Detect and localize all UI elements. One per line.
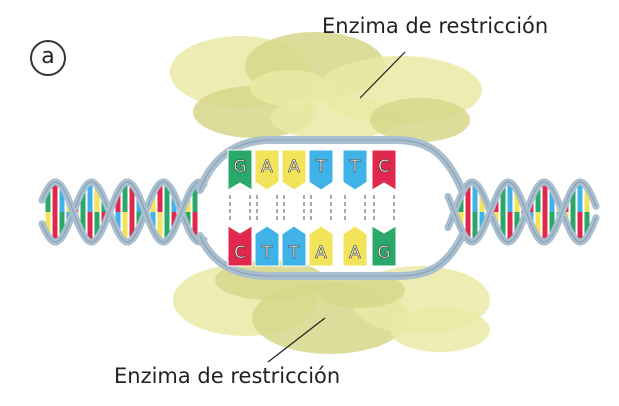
enzyme-top xyxy=(170,32,482,142)
top-strand-letter: C xyxy=(378,157,390,177)
bottom-strand-letter: A xyxy=(349,243,361,263)
enzyme-top-lobe xyxy=(370,98,470,142)
top-strand-bases: GAATTC xyxy=(228,150,396,190)
bottom-strand-letter: A xyxy=(315,243,327,263)
enzyme-bottom-lobe xyxy=(390,308,490,352)
bottom-strand-letter: T xyxy=(288,243,300,263)
top-strand-letter: G xyxy=(233,157,246,177)
helix-left-base xyxy=(88,184,93,212)
top-strand-letter: T xyxy=(315,157,327,177)
panel-label: a xyxy=(30,40,66,76)
helix-left-base xyxy=(53,184,58,212)
bottom-strand-letter: G xyxy=(377,243,390,263)
top-strand-letter: A xyxy=(288,157,300,177)
bottom-enzyme-label: Enzima de restricción xyxy=(114,364,340,388)
bottom-strand-letter: C xyxy=(234,243,246,263)
top-enzyme-label: Enzima de restricción xyxy=(322,14,548,38)
bottom-strand-letter: T xyxy=(261,243,273,263)
helix-right-base xyxy=(543,212,548,240)
dna-helix-left xyxy=(42,182,204,242)
helix-right-base xyxy=(578,212,583,240)
helix-right-base xyxy=(543,184,548,212)
top-strand-letter: A xyxy=(261,157,273,177)
helix-left-base xyxy=(88,212,93,240)
top-strand-letter: T xyxy=(349,157,361,177)
dna-helix-right xyxy=(448,182,596,242)
helix-left-base xyxy=(53,212,58,240)
enzyme-top-lobe xyxy=(250,70,330,106)
helix-right-base xyxy=(578,184,583,212)
